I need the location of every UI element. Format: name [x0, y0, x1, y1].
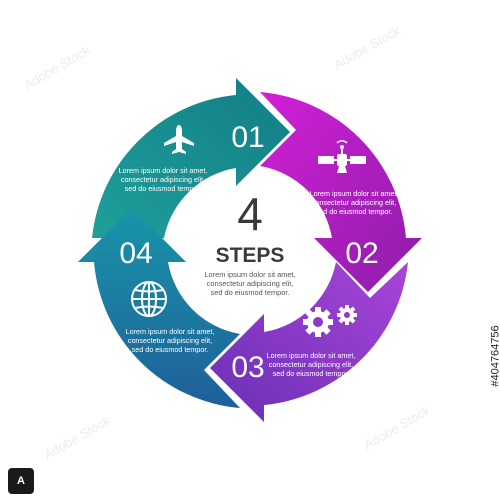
- step-2-arrow-segment: [260, 92, 422, 292]
- step-4-text-line: sed do eiusmod tempor.: [132, 345, 209, 354]
- center-description: Lorem ipsum dolor sit amet, consectetur …: [204, 270, 295, 297]
- step-2-description: Lorem ipsum dolor sit amet, consectetur …: [310, 189, 399, 216]
- airplane-icon: [164, 125, 194, 154]
- center-label: STEPS: [216, 244, 285, 267]
- step-2-text-line: Lorem ipsum dolor sit amet,: [310, 189, 399, 198]
- step-1-description: Lorem ipsum dolor sit amet, consectetur …: [119, 166, 208, 193]
- step-2-text-line: sed do eiusmod tempor.: [316, 207, 393, 216]
- step-3-number: 03: [231, 351, 264, 384]
- step-3-text-line: Lorem ipsum dolor sit amet,: [267, 351, 356, 360]
- step-2-number: 02: [345, 237, 378, 270]
- globe-icon: [131, 281, 167, 317]
- step-3-arrow-segment: [210, 262, 408, 422]
- step-3-text-line: sed do eiusmod tempor.: [273, 369, 350, 378]
- step-4-text-line: consectetur adipiscing elit,: [128, 336, 212, 345]
- stock-id-label: #404764756: [489, 325, 500, 387]
- center-text-line: consectetur adipiscing elit,: [207, 279, 294, 288]
- step-3-description: Lorem ipsum dolor sit amet, consectetur …: [267, 351, 356, 378]
- center-text-line: sed do eiusmod tempor.: [211, 288, 290, 297]
- gears-icon: [303, 305, 357, 337]
- step-1-text-line: consectetur adipiscing elit,: [121, 175, 205, 184]
- step-3-text-line: consectetur adipiscing elit,: [269, 360, 353, 369]
- stock-logo: A: [8, 468, 34, 494]
- satellite-icon: [318, 140, 366, 173]
- step-4-text-line: Lorem ipsum dolor sit amet,: [126, 327, 215, 336]
- step-2-text-line: consectetur adipiscing elit,: [312, 198, 396, 207]
- center-text-line: Lorem ipsum dolor sit amet,: [204, 270, 295, 279]
- step-1-arrow-segment: [92, 78, 290, 238]
- step-4-number: 04: [119, 237, 152, 270]
- step-4-description: Lorem ipsum dolor sit amet, consectetur …: [126, 327, 215, 354]
- step-1-number: 01: [231, 121, 264, 154]
- center-number: 4: [237, 188, 263, 240]
- step-1-text-line: Lorem ipsum dolor sit amet,: [119, 166, 208, 175]
- step-1-text-line: sed do eiusmod tempor.: [125, 184, 202, 193]
